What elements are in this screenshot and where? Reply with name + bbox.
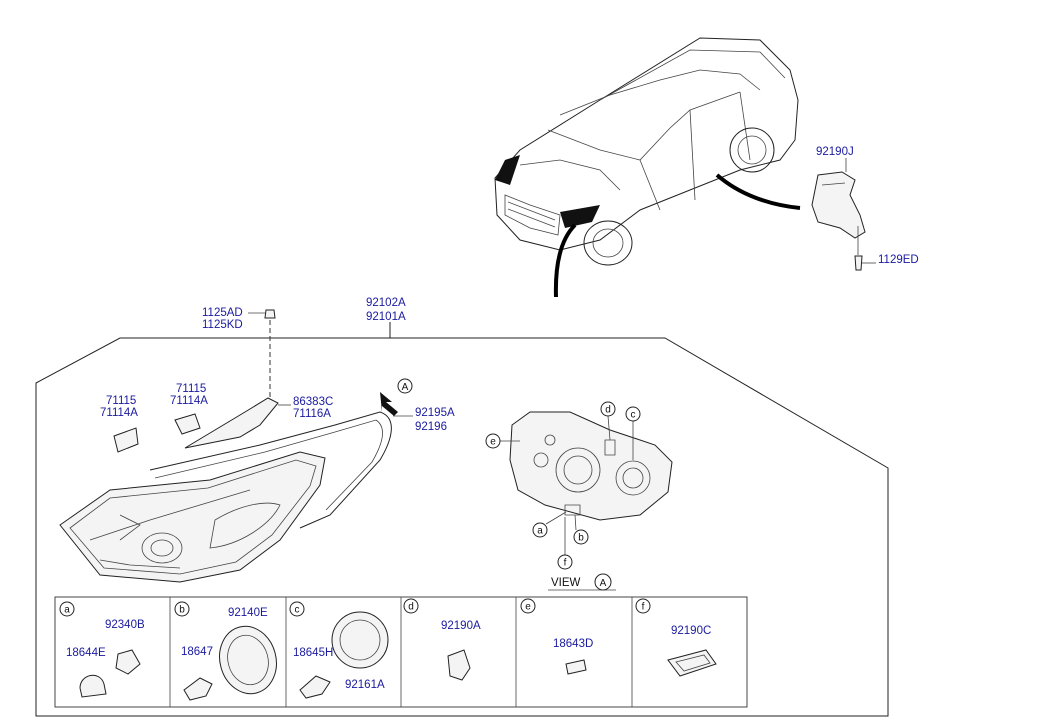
- part-number-assembly-line2: 92101A: [366, 311, 406, 323]
- view-arrow-letter: A: [402, 382, 409, 393]
- panel-f-part-1: 92190C: [671, 625, 711, 637]
- view-callout-a: a: [537, 526, 543, 537]
- part-number-clip-mid-line1: 71115: [176, 383, 206, 395]
- panel-d-part-1: 92190A: [441, 620, 481, 632]
- headlamp-assembly: [59, 451, 326, 583]
- part-number-clip-left-line1: 71115: [106, 395, 136, 407]
- view-a-rear-housing: [509, 411, 673, 521]
- part-number-seal-line2: 92196: [415, 421, 447, 433]
- view-label: VIEW: [551, 577, 581, 589]
- bracket-part: [184, 397, 279, 449]
- view-letter: A: [600, 578, 607, 589]
- view-callout-e: e: [490, 437, 496, 448]
- panel-b-part-1: 92140E: [228, 607, 268, 619]
- panel-e-letter: e: [525, 602, 531, 613]
- part-number-bolt-line1: 1125AD: [202, 307, 243, 319]
- part-number-seal-line1: 92195A: [415, 407, 455, 419]
- part-number-bracket-line1: 86383C: [293, 396, 333, 408]
- panel-c-letter: c: [295, 605, 300, 616]
- panel-a-part-1: 92340B: [105, 619, 145, 631]
- module-bracket: [811, 158, 876, 271]
- vehicle-illustration: [494, 37, 801, 298]
- panel-e-part-1: 18643D: [553, 638, 593, 650]
- part-number-bracket-line2: 71116A: [293, 408, 331, 420]
- part-number-clip-mid-line2: 71114A: [170, 395, 208, 407]
- view-a-callouts: e d c a b f: [485, 401, 641, 570]
- clip-left-part: [113, 427, 139, 453]
- view-callout-d: d: [605, 405, 611, 416]
- part-number-bolt-line2: 1125KD: [202, 319, 243, 331]
- assembly-frame: [35, 337, 889, 717]
- seal-strip: [149, 411, 392, 529]
- panel-f-letter: f: [642, 602, 645, 613]
- detail-panels: a 92340B 18644E b 92140E 18647 c 18645H …: [54, 596, 748, 708]
- panel-c-part-1: 18645H: [293, 647, 333, 659]
- panel-b-part-2: 18647: [181, 646, 213, 658]
- panel-c-part-2: 92161A: [345, 679, 385, 691]
- view-callout-c: c: [631, 410, 636, 421]
- part-number-module-screw: 1129ED: [878, 254, 919, 266]
- panel-a-letter: a: [64, 605, 70, 616]
- panel-a-part-2: 18644E: [66, 647, 106, 659]
- part-number-assembly-line1: 92102A: [366, 297, 406, 309]
- part-number-module-bracket: 92190J: [816, 146, 854, 158]
- clip-mid-part: [174, 413, 201, 435]
- view-callout-f: f: [564, 558, 567, 569]
- panel-b-letter: b: [179, 605, 185, 616]
- panel-d-letter: d: [408, 602, 414, 613]
- bolt-part: [264, 309, 276, 319]
- part-number-clip-left-line2: 71114A: [100, 407, 138, 419]
- view-callout-b: b: [578, 533, 584, 544]
